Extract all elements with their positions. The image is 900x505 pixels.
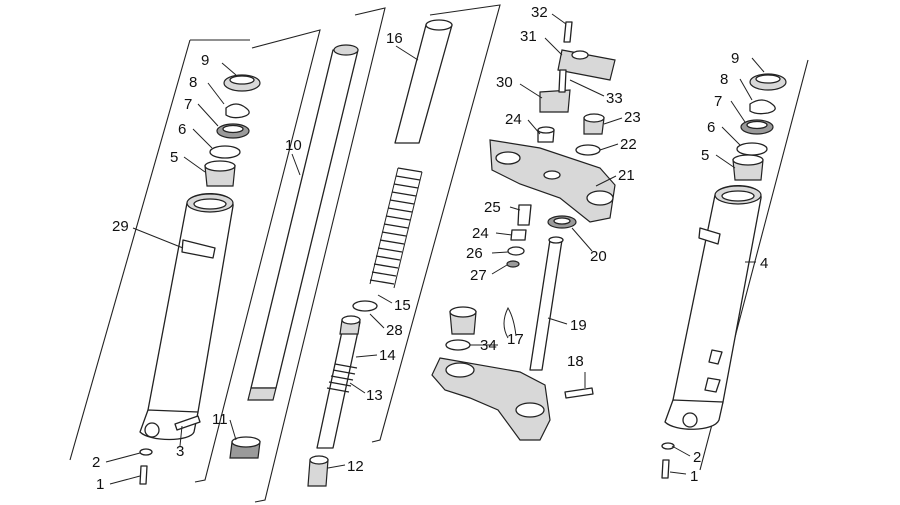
nut-27 (506, 260, 520, 268)
callout-17: 17 (507, 331, 524, 348)
callout-10: 10 (285, 137, 302, 154)
retaining-clip-right (749, 99, 776, 115)
inner-tube-10 (247, 44, 359, 401)
screw-18 (564, 387, 594, 399)
spacer-24-lower (510, 229, 527, 241)
washer-22 (575, 144, 601, 156)
dust-seal-right (749, 73, 787, 91)
steering-stem-19 (529, 236, 564, 371)
left-fork-leg-assembly (139, 74, 261, 485)
callout-20: 20 (590, 248, 607, 265)
callout-27: 27 (470, 267, 487, 284)
callout-6-left: 6 (178, 121, 186, 138)
callout-16: 16 (386, 30, 403, 47)
rebound-spring-13 (326, 363, 358, 393)
spring-seat-28 (352, 300, 378, 312)
callout-31: 31 (520, 28, 537, 45)
frame-left-fork-leg (69, 39, 250, 461)
spacer-24-upper (537, 126, 555, 143)
callout-5-left: 5 (170, 149, 178, 166)
callout-30: 30 (496, 74, 513, 91)
slider-tube-right (672, 184, 762, 412)
callout-26: 26 (466, 245, 483, 262)
handlebar-clamp-31 (557, 49, 616, 81)
callout-8-left: 8 (189, 74, 197, 91)
oil-seal-right (740, 119, 774, 135)
plug-34 (445, 306, 477, 351)
oil-seal-left (216, 123, 250, 139)
frame-stanchion-16 (254, 7, 386, 503)
bearing-20 (547, 215, 577, 229)
callout-1-right: 1 (690, 468, 698, 485)
callout-32: 32 (531, 4, 548, 21)
callout-29: 29 (112, 218, 129, 235)
callout-24-lower: 24 (472, 225, 489, 242)
callout-25: 25 (484, 199, 501, 216)
callout-24-upper: 24 (505, 111, 522, 128)
callout-12: 12 (347, 458, 364, 475)
washer-26 (507, 246, 525, 256)
washer-right (736, 142, 768, 156)
stanchion-16 (394, 19, 453, 144)
pin-25 (517, 204, 532, 226)
callout-9-right: 9 (731, 50, 739, 67)
washer-left (209, 145, 241, 159)
leader-lines (105, 13, 765, 485)
cap-23 (583, 113, 605, 135)
callout-9-left: 9 (201, 52, 209, 69)
callout-6-right: 6 (707, 119, 715, 136)
dust-seal-left (223, 74, 261, 92)
callout-19: 19 (570, 317, 587, 334)
callout-21: 21 (618, 167, 635, 184)
callout-4: 4 (760, 255, 768, 272)
bottom-cone-12 (307, 455, 329, 487)
callout-7-right: 7 (714, 93, 722, 110)
callout-28: 28 (386, 322, 403, 339)
callout-1-left: 1 (96, 476, 104, 493)
bush-11 (229, 436, 261, 459)
slider-tube-left (147, 192, 234, 423)
spring-15 (369, 167, 423, 289)
handlebar-mount-30 (539, 69, 571, 113)
callout-33: 33 (606, 90, 623, 107)
callout-8-right: 8 (720, 71, 728, 88)
callout-5-right: 5 (701, 147, 709, 164)
retaining-clip-left (225, 103, 250, 119)
frame-spring-group (371, 4, 501, 443)
bush-right (732, 154, 764, 181)
callout-11: 11 (212, 411, 228, 428)
damper-rod-14 (316, 315, 361, 449)
callout-2-right: 2 (693, 449, 701, 466)
callout-13: 13 (366, 387, 383, 404)
callout-7-left: 7 (184, 96, 192, 113)
callout-18: 18 (567, 353, 584, 370)
lower-triple-clamp-17 (431, 357, 551, 441)
callout-22: 22 (620, 136, 637, 153)
right-fork-leg-assembly (661, 73, 787, 479)
callout-15: 15 (394, 297, 411, 314)
callout-14: 14 (379, 347, 396, 364)
bush-left (204, 160, 236, 187)
frame-tube-10 (194, 29, 321, 483)
screw-32 (563, 21, 573, 43)
upper-triple-clamp-21 (489, 139, 616, 223)
callout-3: 3 (176, 443, 184, 460)
callout-34: 34 (480, 337, 497, 354)
callout-labels: 32 31 30 33 24 23 22 21 25 24 26 27 20 1… (92, 4, 768, 493)
callout-2-left: 2 (92, 454, 100, 471)
callout-23: 23 (624, 109, 641, 126)
